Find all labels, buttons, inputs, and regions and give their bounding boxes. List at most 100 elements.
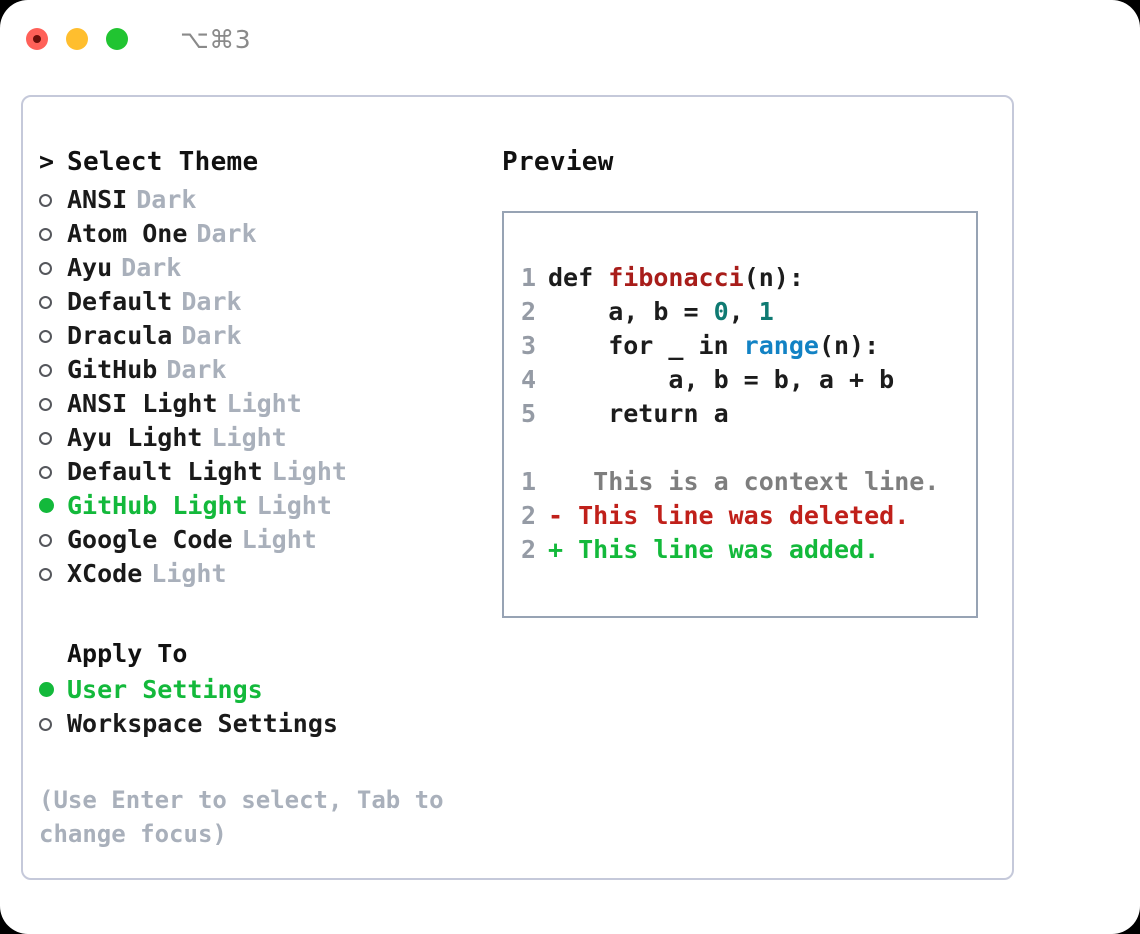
code-line: 2 a, b = 0, 1	[504, 295, 976, 329]
apply-to-title: Apply To	[67, 639, 188, 668]
theme-option-label: Atom One	[67, 219, 188, 248]
code-line-content: def fibonacci(n):	[548, 261, 804, 295]
maximize-window-button[interactable]	[106, 28, 128, 50]
theme-variant-badge: Dark	[196, 219, 257, 248]
diff-line-add: 2 + This line was added.	[504, 533, 976, 567]
theme-option-label: Dracula	[67, 321, 173, 350]
radio-unselected-icon[interactable]	[39, 323, 67, 348]
theme-option-label: Default	[67, 287, 173, 316]
theme-option-dracula[interactable]: Dracula Dark	[39, 321, 499, 355]
code-line-content: return a	[548, 397, 729, 431]
theme-option-label: Google Code	[67, 525, 233, 554]
code-token: (n):	[743, 263, 804, 292]
diff-sign: -	[548, 501, 564, 530]
code-token: (n):	[818, 331, 880, 360]
theme-option-label: ANSI Light	[67, 389, 218, 418]
code-line: 3 for _ in range(n):	[504, 329, 976, 363]
apply-to-option-user-settings[interactable]: User Settings	[39, 675, 499, 709]
radio-unselected-icon[interactable]	[39, 459, 67, 484]
diff-sign: +	[548, 535, 564, 564]
radio-unselected-icon[interactable]	[39, 289, 67, 314]
theme-option-xcode[interactable]: XCode Light	[39, 559, 499, 593]
theme-option-label: GitHub	[67, 355, 158, 384]
apply-to-option-workspace-settings[interactable]: Workspace Settings	[39, 709, 499, 743]
theme-option-atom-one[interactable]: Atom One Dark	[39, 219, 499, 253]
diff-line-number: 1	[520, 467, 536, 496]
code-line-content: a, b = b, a + b	[548, 363, 894, 397]
theme-option-default-light[interactable]: Default Light Light	[39, 457, 499, 491]
theme-option-default[interactable]: Default Dark	[39, 287, 499, 321]
radio-unselected-icon[interactable]	[39, 425, 67, 450]
diff-line-number: 2	[520, 501, 536, 530]
theme-variant-badge: Dark	[121, 253, 182, 282]
code-line-number: 5	[520, 399, 536, 428]
theme-variant-badge: Light	[226, 389, 302, 418]
code-line: 5 return a	[504, 397, 976, 431]
theme-variant-badge: Light	[256, 491, 332, 520]
code-token: ,	[728, 297, 759, 326]
diff-line-ctx: 1 This is a context line.	[504, 465, 976, 499]
code-token: fibonacci	[608, 263, 744, 292]
code-line-number: 2	[520, 297, 536, 326]
theme-option-github-light[interactable]: GitHub Light Light	[39, 491, 499, 525]
code-token: return a	[548, 399, 729, 428]
diff-sign	[548, 465, 563, 499]
radio-unselected-icon[interactable]	[39, 221, 67, 246]
diff-line-number: 2	[520, 535, 536, 564]
diff-sample: 1 This is a context line.2- This line wa…	[504, 465, 976, 567]
code-line-content: a, b = 0, 1	[548, 295, 774, 329]
code-diff-spacer	[504, 431, 976, 465]
theme-option-label: GitHub Light	[67, 491, 248, 520]
code-token: a, b = b, a + b	[548, 365, 895, 394]
theme-variant-badge: Dark	[166, 355, 227, 384]
code-line-number: 3	[520, 331, 536, 360]
radio-unselected-icon[interactable]	[39, 527, 67, 552]
theme-variant-badge: Light	[271, 457, 347, 486]
theme-option-ansi-light[interactable]: ANSI Light Light	[39, 389, 499, 423]
theme-option-ayu[interactable]: Ayu Dark	[39, 253, 499, 287]
code-token: 0	[713, 297, 729, 326]
minimize-window-button[interactable]	[66, 28, 88, 50]
radio-unselected-icon[interactable]	[39, 711, 67, 736]
code-token: for _ in	[548, 331, 744, 360]
radio-selected-icon[interactable]	[39, 677, 67, 702]
apply-to-option-label: User Settings	[67, 675, 263, 704]
radio-selected-icon[interactable]	[39, 493, 67, 518]
theme-variant-badge: Dark	[181, 321, 242, 350]
code-line-number: 4	[520, 365, 536, 394]
section-spacer	[39, 593, 499, 639]
radio-unselected-icon[interactable]	[39, 187, 67, 212]
theme-option-label: Ayu	[67, 253, 113, 282]
radio-unselected-icon[interactable]	[39, 391, 67, 416]
theme-variant-badge: Dark	[181, 287, 242, 316]
code-line-number: 1	[520, 263, 536, 292]
preview-title: Preview	[502, 147, 614, 177]
close-window-button[interactable]	[26, 28, 48, 50]
radio-unselected-icon[interactable]	[39, 357, 67, 382]
radio-unselected-icon[interactable]	[39, 561, 67, 586]
code-line: 1 def fibonacci(n):	[504, 261, 976, 295]
code-token: a, b =	[548, 297, 714, 326]
code-token: def	[548, 263, 609, 292]
theme-variant-badge: Light	[151, 559, 227, 588]
theme-option-label: Default Light	[67, 457, 263, 486]
theme-variant-badge: Dark	[136, 185, 197, 214]
code-line-content: for _ in range(n):	[548, 329, 879, 363]
radio-unselected-icon[interactable]	[39, 255, 67, 280]
theme-option-label: XCode	[67, 559, 143, 588]
code-token: range	[743, 331, 819, 360]
theme-option-github[interactable]: GitHub Dark	[39, 355, 499, 389]
apply-to-option-label: Workspace Settings	[67, 709, 338, 738]
select-theme-header: > Select Theme	[39, 147, 499, 185]
apply-to-header: Apply To	[39, 639, 499, 675]
diff-text: This line was added.	[563, 535, 880, 564]
